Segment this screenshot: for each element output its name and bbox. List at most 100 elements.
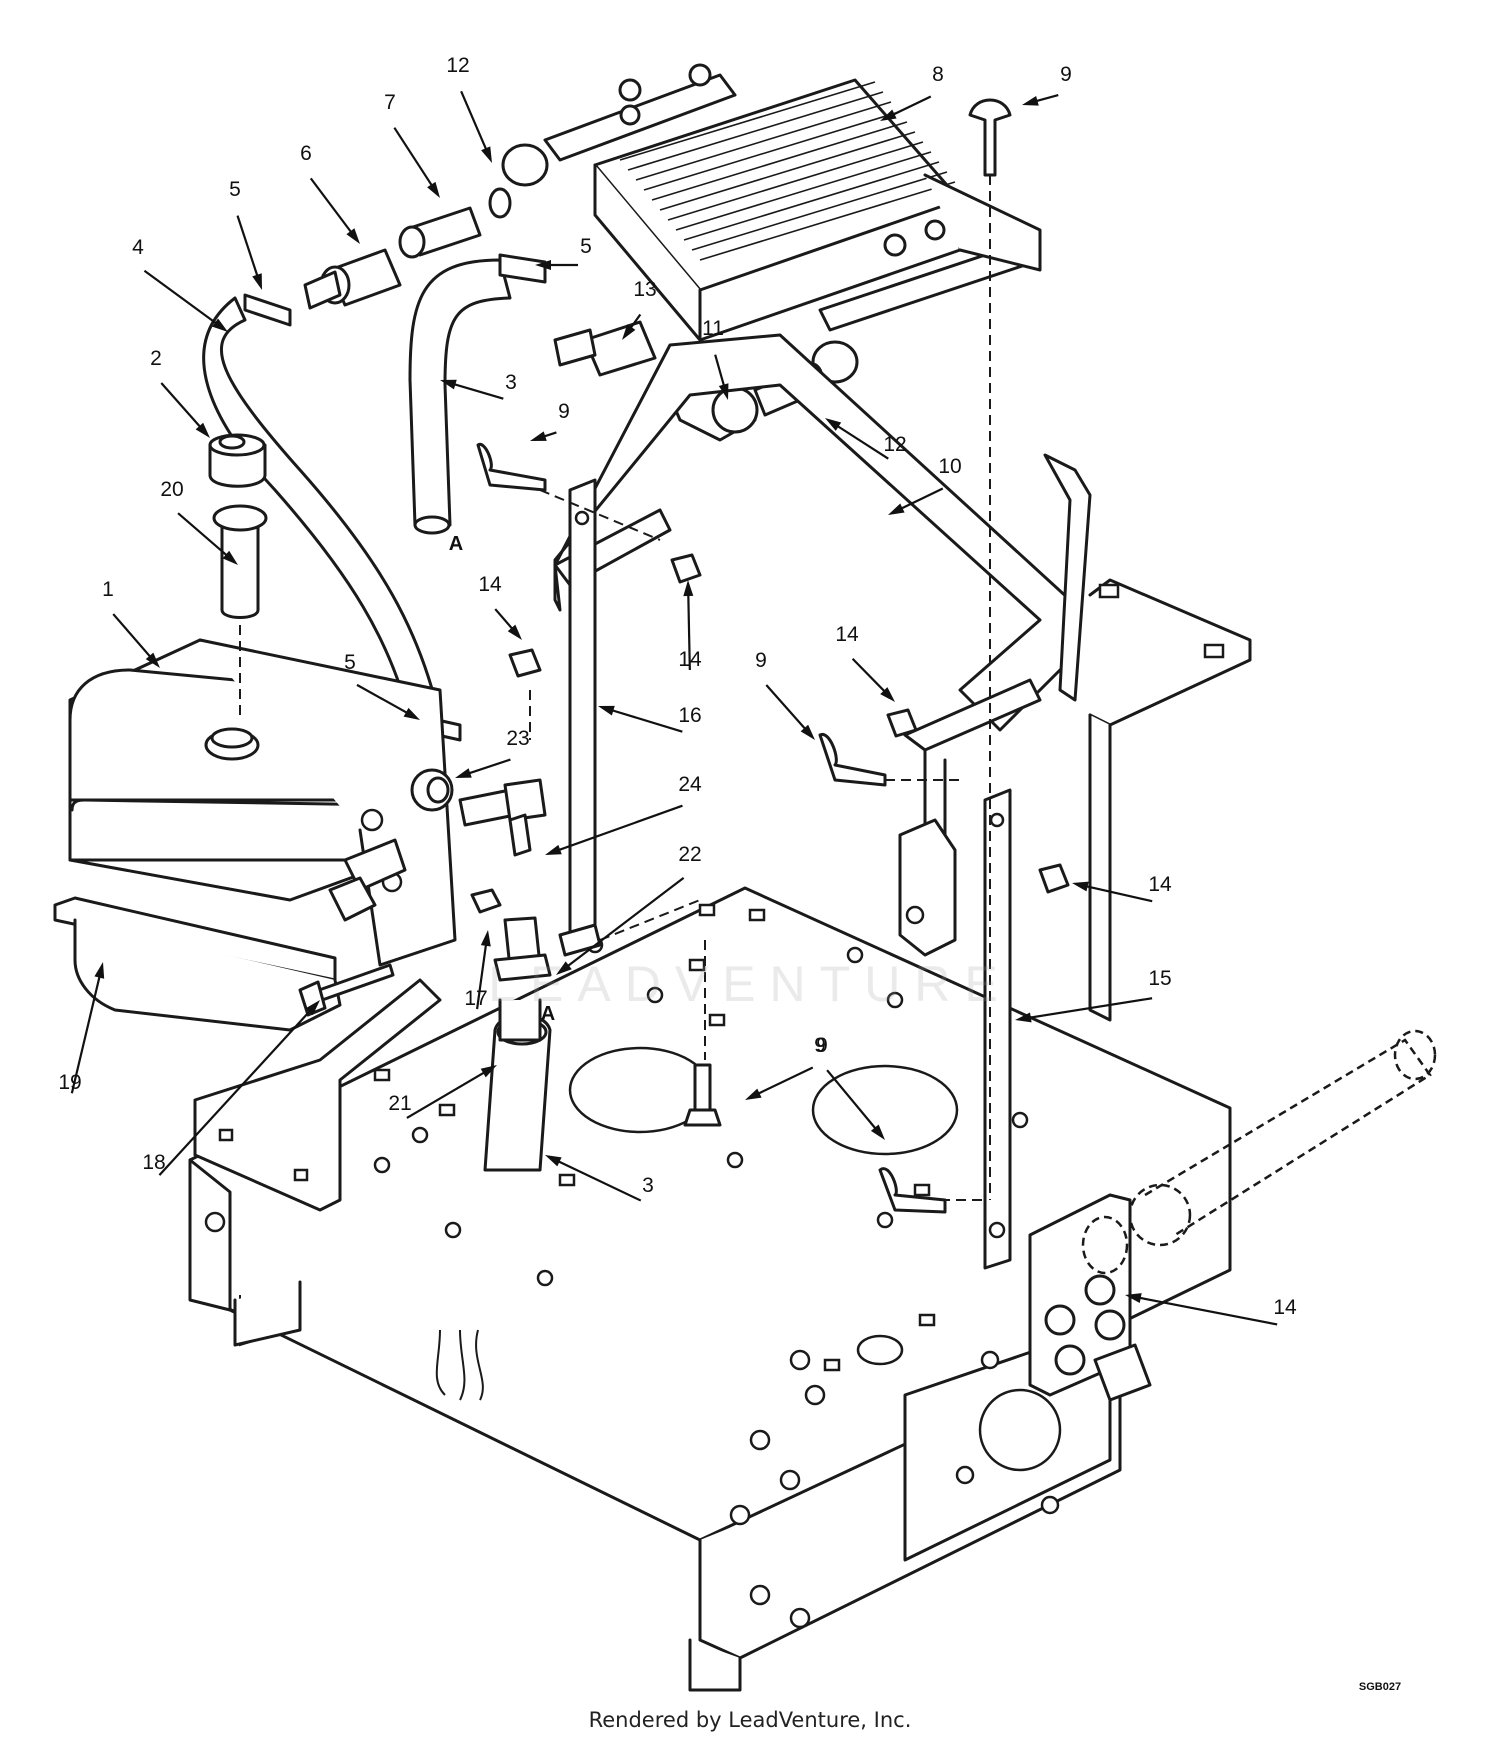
callout-9: 9 [755, 649, 815, 740]
callout-arrowhead [252, 273, 262, 290]
callout-10: 10 [888, 455, 962, 515]
callout-16: 16 [598, 704, 702, 733]
callout-9: 9 [816, 1034, 885, 1140]
callout-15: 15 [1015, 967, 1172, 1023]
callout-arrowhead [145, 652, 160, 668]
callout-leader [1026, 997, 1153, 1020]
callout-leader [70, 973, 102, 1094]
callout-number: 4 [132, 236, 144, 259]
callout-number: 14 [1148, 873, 1172, 896]
fitting-7 [398, 206, 482, 259]
callout-5: 5 [344, 651, 420, 720]
fitting-6 [303, 248, 402, 310]
callout-number: 16 [678, 704, 701, 727]
callout-leader [834, 423, 889, 460]
callout-number: 21 [388, 1092, 411, 1115]
callout-12: 12 [446, 54, 492, 163]
callout-19: 19 [58, 962, 105, 1094]
callout-arrowhead [1015, 1012, 1032, 1023]
callout-arrowhead [545, 844, 562, 855]
grommet-23 [410, 768, 454, 812]
callout-14: 14 [835, 623, 895, 702]
callout-number: 9 [558, 400, 570, 423]
callout-arrowhead [1022, 95, 1039, 106]
callout-number: 13 [633, 278, 656, 301]
callout-leader [393, 127, 435, 189]
callout-leader [143, 269, 219, 326]
callout-arrowhead [427, 181, 440, 198]
callout-leader [356, 683, 411, 716]
callout-leader [112, 613, 153, 660]
callout-number: 14 [678, 648, 702, 671]
bolts-9 [476, 98, 1012, 1214]
callout-14: 14 [478, 573, 522, 640]
callout-number: 2 [150, 347, 162, 370]
callout-number: 9 [816, 1034, 828, 1057]
callout-23: 23 [455, 727, 530, 778]
callout-17: 17 [464, 930, 491, 1010]
callout-leader [309, 177, 354, 236]
o-ring-12-upper [488, 187, 512, 219]
watermark: LEADVENTURE [488, 956, 1012, 1012]
callout-leader [1136, 1296, 1278, 1326]
elbow-fitting-24 [458, 778, 547, 857]
callout-number: 9 [1060, 63, 1072, 86]
callout-leader [755, 1066, 814, 1096]
callout-arrowhead [825, 418, 842, 431]
callout-arrowhead [222, 550, 238, 565]
callout-arrowhead [195, 422, 210, 438]
callout-arrowhead [880, 109, 897, 121]
callout-leader [177, 512, 230, 558]
callout-number: 1 [102, 578, 114, 601]
callout-arrowhead [346, 228, 360, 244]
callout-9: 9 [530, 400, 570, 441]
hose-connection-ref-label: A [541, 1003, 555, 1025]
callout-arrowhead [683, 580, 694, 597]
callout-number: 14 [478, 573, 502, 596]
bracket-15 [983, 788, 1012, 1270]
callout-leader [451, 382, 504, 400]
tank-bracket [193, 978, 442, 1212]
callout-arrowhead [507, 624, 522, 640]
callout-number: 22 [678, 843, 701, 866]
oil-tank-tray-19 [53, 896, 342, 1032]
callout-leader [406, 1070, 488, 1119]
strainer-20 [212, 504, 268, 619]
callout-arrowhead [94, 962, 105, 979]
callout-number: 12 [883, 433, 906, 456]
hose-3-upper [408, 258, 512, 535]
callout-arrowhead [481, 146, 492, 163]
callout-number: 14 [835, 623, 859, 646]
fitting-13 [553, 320, 657, 377]
callout-2: 2 [150, 347, 210, 438]
callout-20: 20 [160, 478, 238, 565]
callout-12: 12 [825, 418, 907, 460]
callout-arrowhead [1125, 1293, 1142, 1303]
callout-arrowhead [305, 1000, 320, 1016]
callout-8: 8 [880, 63, 944, 121]
callout-arrowhead [800, 724, 815, 740]
callout-arrowhead [480, 930, 491, 947]
callout-number: 5 [580, 235, 592, 258]
callout-arrowhead [888, 503, 905, 515]
callout-11: 11 [702, 317, 729, 400]
callout-number: 24 [678, 773, 702, 796]
callout-arrowhead [870, 1124, 885, 1140]
callout-arrowhead [440, 379, 457, 390]
callout-leader [898, 487, 944, 511]
callout-7: 7 [384, 91, 440, 198]
callout-arrowhead [535, 260, 551, 270]
callout-number: 9 [755, 649, 767, 672]
bracket-10 [553, 333, 1092, 840]
reference-labels: AA [449, 533, 555, 1025]
callout-9: 9 [745, 1034, 826, 1100]
callout-14: 14 [1125, 1293, 1297, 1326]
nut-17 [470, 888, 502, 914]
callout-leader [494, 608, 515, 632]
callout-number: 5 [229, 178, 241, 201]
callout-4: 4 [132, 236, 228, 332]
callout-14: 14 [678, 580, 702, 671]
callout-3: 3 [545, 1155, 654, 1202]
callout-24: 24 [545, 773, 702, 855]
